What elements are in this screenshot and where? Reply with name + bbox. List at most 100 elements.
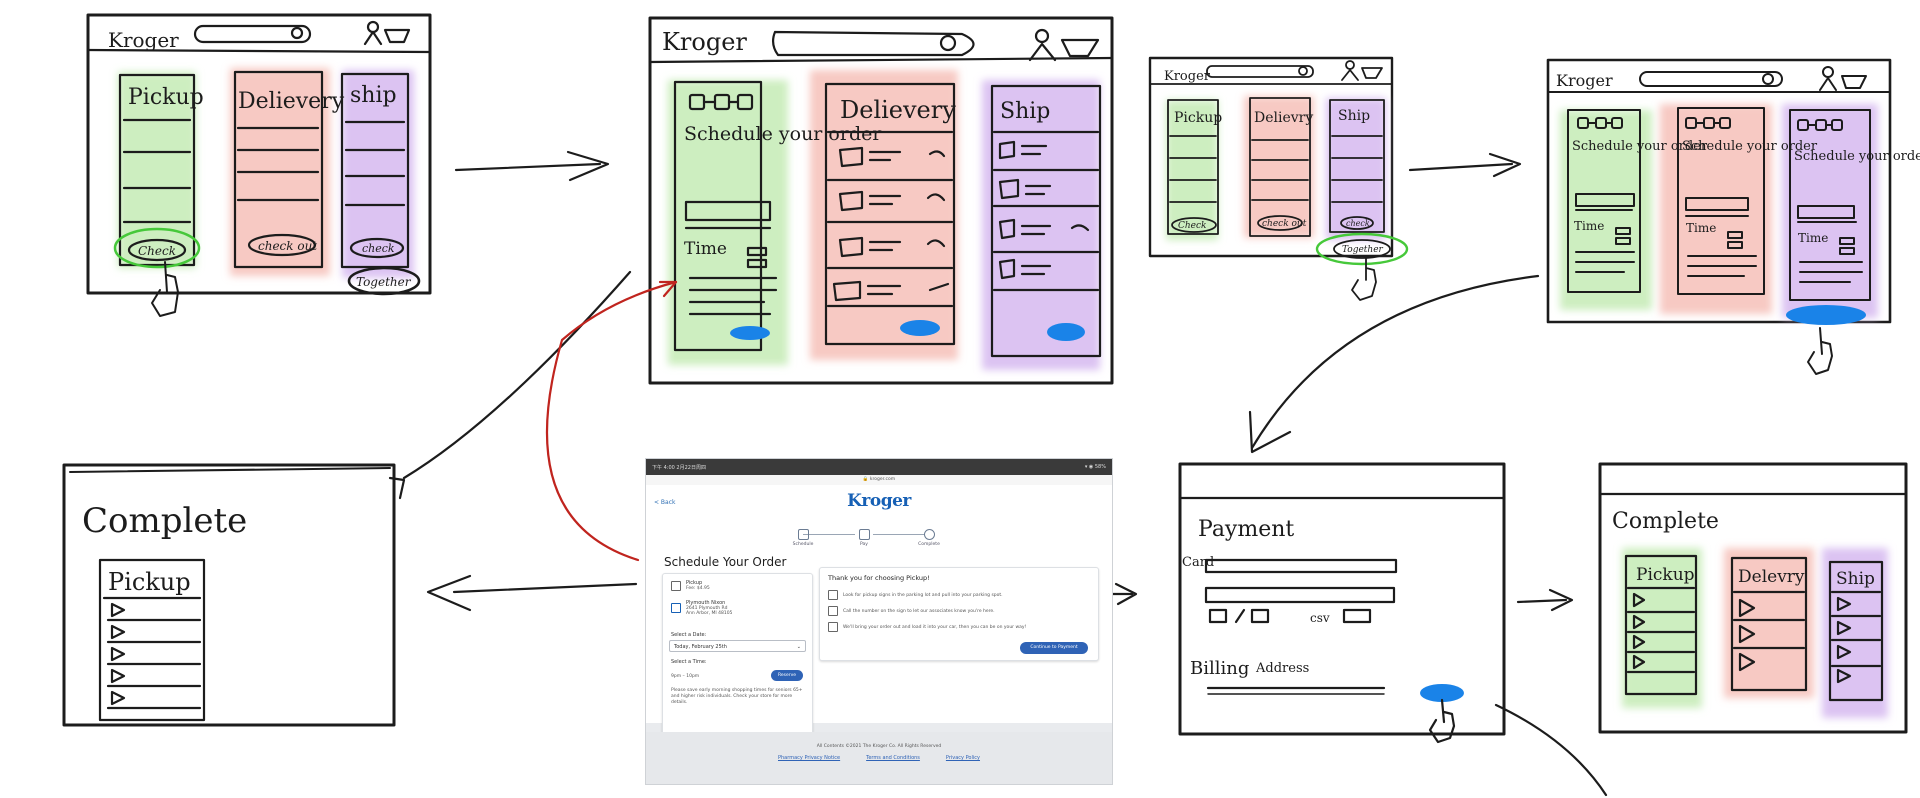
complete-title: Complete (82, 501, 247, 541)
ship-label: ship (350, 83, 397, 108)
continue-to-payment-button[interactable]: Continue to Payment (1020, 642, 1088, 654)
sketch-frame-complete-pickup (62, 463, 396, 727)
tap-hand-icon (1428, 698, 1456, 744)
schedule-card: Pickup Fee: $4.95 Plymouth Nixon 2641 Pl… (662, 573, 813, 735)
schedule-label: Schedule your order (1682, 139, 1818, 154)
highlight-ring (113, 227, 201, 269)
step-schedule: Schedule (783, 529, 823, 547)
logo-label: Kroger (1164, 69, 1211, 84)
delivery-label: Delevry (1738, 567, 1805, 587)
phone-icon (828, 606, 838, 616)
highlight-ring (1315, 232, 1409, 266)
cart-icon (1361, 67, 1383, 79)
car-icon (671, 580, 681, 591)
select-date-label: Select a Date: (671, 632, 707, 638)
logo-label: Kroger (1556, 71, 1613, 90)
sketch-frame-order-options (86, 13, 432, 317)
step-complete: Complete (909, 529, 949, 547)
time-label: Time (684, 239, 727, 259)
logo-label: Kroger (662, 28, 747, 56)
back-link[interactable]: < Back (654, 499, 676, 506)
progress-steps: Schedule Pay Complete (646, 525, 1112, 553)
user-icon (363, 20, 383, 46)
cart-icon (1060, 38, 1100, 58)
checkout-label: Check (1178, 221, 1207, 231)
smile-icon (923, 529, 935, 540)
ship-label: Ship (1000, 99, 1050, 124)
delivery-label: Delievery (238, 89, 345, 114)
continue-button-sketch (1786, 305, 1866, 325)
schedule-label: Schedule your order (1794, 149, 1920, 164)
footer: All Contents ©2021 The Kroger Co. All Ri… (646, 732, 1112, 784)
pickup-label: Pickup (686, 580, 703, 586)
checkout-delivery-label: check out (1262, 219, 1307, 229)
pickup-instructions-card: Thank you for choosing Pickup! Look for … (819, 567, 1099, 661)
sketch-frame-separate-forms (648, 16, 1114, 385)
date-select-value: Today, February 25th (674, 644, 727, 650)
cart-icon (383, 28, 411, 44)
reservation-note: Please save early morning shopping times… (671, 688, 803, 705)
continue-button-sketch (730, 326, 770, 340)
address-label: Address (1255, 661, 1309, 676)
copyright: All Contents ©2021 The Kroger Co. All Ri… (816, 744, 942, 749)
together-label: Together (1342, 245, 1384, 255)
pickup-fee: Fee: $4.95 (686, 586, 710, 591)
parking-icon (828, 590, 838, 600)
thanks-title: Thank you for choosing Pickup! (828, 574, 930, 582)
schedule-label: Schedule your order (684, 123, 882, 145)
chevron-down-icon: ⌄ (796, 644, 801, 650)
reserve-button[interactable]: Reserve (771, 670, 803, 681)
tap-hand-icon (1351, 255, 1377, 301)
bag-icon (828, 622, 838, 632)
step-pay: Pay (844, 529, 884, 547)
pickup-label: Pickup (108, 568, 191, 596)
ship-label: Ship (1836, 569, 1875, 589)
store-address-line1: 2641 Plymouth Rd (686, 606, 728, 611)
logo-label: Kroger (108, 28, 179, 52)
kroger-schedule-screenshot: 下午 4:00 2月22日周四 ▾ ◉ 58% 🔒 kroger.com < B… (645, 458, 1113, 785)
time-slot[interactable]: 9pm – 10pm (671, 674, 700, 679)
date-select[interactable]: Today, February 25th ⌄ (669, 640, 806, 652)
footer-link-privacy-policy[interactable]: Privacy Policy (945, 755, 980, 761)
delivery-label: Delievery (840, 96, 956, 124)
complete-title: Complete (1612, 509, 1719, 534)
sketch-frame-complete-all (1598, 462, 1908, 734)
user-icon (1028, 28, 1057, 62)
checkout-delivery-label: check out (258, 239, 317, 253)
footer-link-terms[interactable]: Terms and Conditions (866, 755, 920, 761)
tap-hand-icon (1807, 327, 1833, 375)
calendar-icon (797, 529, 809, 540)
tap-hand-icon (151, 261, 179, 317)
bag-icon (858, 529, 870, 540)
card-label: Card (1182, 555, 1214, 570)
csv-label: csv (1310, 611, 1330, 625)
delivery-label: Delievry (1254, 110, 1313, 126)
schedule-label: Schedule your order (1572, 139, 1708, 154)
store-name: Plymouth Nixon (686, 600, 726, 606)
checkout-label: Check (138, 244, 176, 258)
pickup-label: Pickup (1636, 565, 1695, 585)
status-time: 下午 4:00 2月22日周四 (652, 464, 706, 471)
time-label: Time (1574, 219, 1604, 233)
together-label: Together (356, 275, 412, 289)
sketch-frame-combined-schedule (1546, 58, 1892, 375)
pickup-label: Pickup (128, 85, 204, 110)
continue-button-sketch (1420, 684, 1464, 702)
sketch-frame-payment (1178, 462, 1506, 744)
select-time-label: Select a Time: (671, 659, 707, 665)
cart-icon (1841, 75, 1867, 89)
pickup-label: Pickup (1174, 110, 1222, 126)
user-icon (1341, 60, 1359, 81)
handwritten-labels: Kroger Pickup Delievery ship Check check… (82, 28, 1920, 679)
red-connector (545, 280, 678, 562)
url-bar[interactable]: 🔒 kroger.com (646, 475, 1112, 485)
user-icon (1819, 66, 1837, 91)
time-label: Time (1686, 221, 1716, 235)
kroger-logo[interactable]: Kroger (847, 491, 911, 511)
sketch-frame-together-option (1148, 56, 1409, 301)
status-icons: ▾ ◉ 58% (1084, 464, 1106, 470)
ship-label: Ship (1338, 108, 1370, 124)
footer-link-pharmacy-privacy[interactable]: Pharmacy Privacy Notice (778, 755, 841, 761)
status-bar: 下午 4:00 2月22日周四 ▾ ◉ 58% (646, 459, 1112, 475)
